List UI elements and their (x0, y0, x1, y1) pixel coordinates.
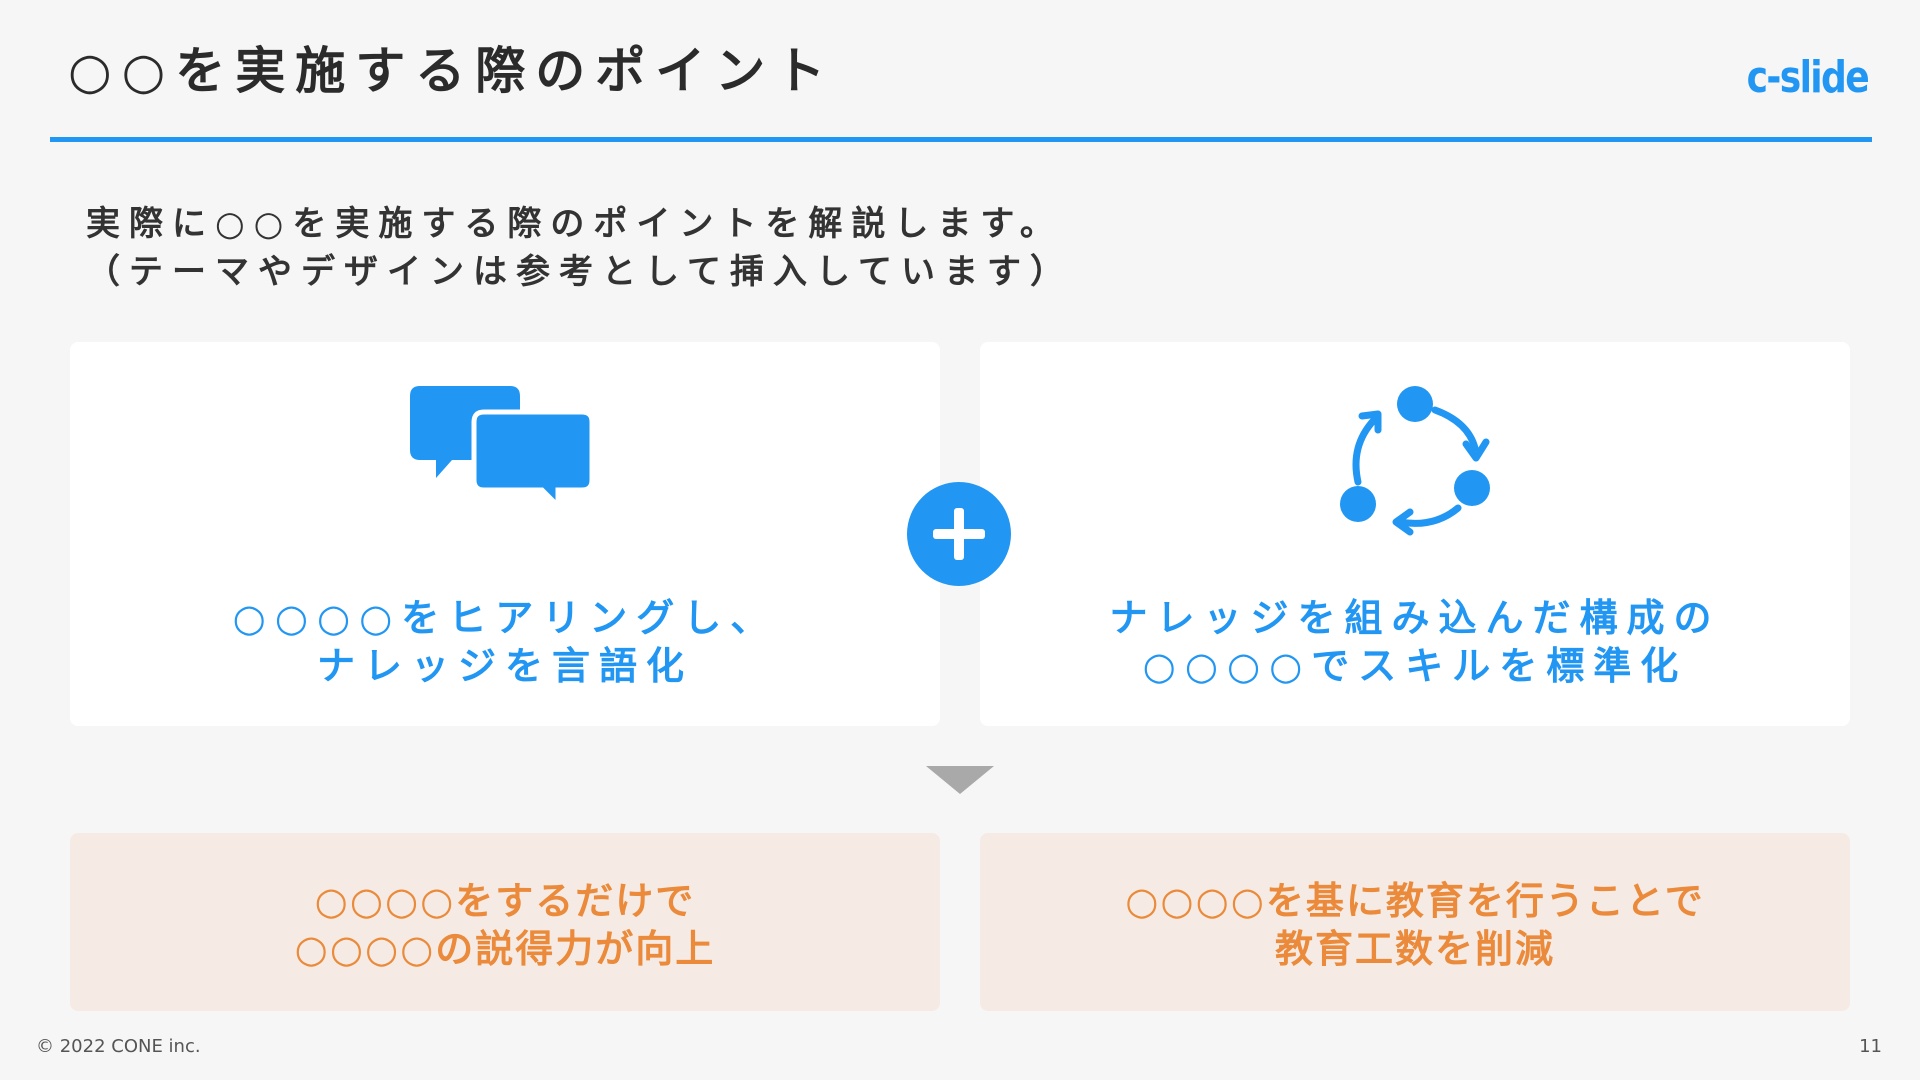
slide-title: ○○を実施する際のポイント (68, 42, 836, 100)
page-number: 11 (1859, 1036, 1882, 1057)
plus-icon (907, 482, 1011, 586)
intro-line-2: （テーマやデザインは参考として挿入しています） (86, 252, 1073, 292)
point-card-hearing: ○○○○をヒアリングし、 ナレッジを言語化 (70, 342, 940, 726)
result-persuasion-line-2: ○○○○の説得力が向上 (294, 927, 716, 971)
intro-line-1: 実際に○○を実施する際のポイントを解説します。 (86, 204, 1063, 244)
brand-logo: c-slide (1746, 52, 1870, 103)
card-standardize-line-2: ○○○○でスキルを標準化 (1142, 644, 1688, 688)
result-training-line-1: ○○○○を基に教育を行うことで (1125, 879, 1705, 923)
down-arrow-icon (926, 766, 994, 794)
intro-text: 実際に○○を実施する際のポイントを解説します。 （テーマやデザインは参考として挿… (86, 200, 1073, 296)
card-standardize-text: ナレッジを組み込んだ構成の ○○○○でスキルを標準化 (980, 594, 1850, 690)
result-box-persuasion: ○○○○をするだけで ○○○○の説得力が向上 (70, 833, 940, 1011)
result-persuasion-line-1: ○○○○をするだけで (314, 879, 696, 923)
chat-bubbles-icon (70, 382, 940, 532)
copyright: © 2022 CONE inc. (36, 1036, 201, 1057)
point-card-standardize: ナレッジを組み込んだ構成の ○○○○でスキルを標準化 (980, 342, 1850, 726)
result-box-training: ○○○○を基に教育を行うことで 教育工数を削減 (980, 833, 1850, 1011)
card-hearing-line-1: ○○○○をヒアリングし、 (232, 596, 778, 640)
card-hearing-line-2: ナレッジを言語化 (316, 644, 693, 688)
result-training-line-2: 教育工数を削減 (1274, 927, 1555, 971)
card-hearing-text: ○○○○をヒアリングし、 ナレッジを言語化 (70, 594, 940, 690)
result-persuasion-text: ○○○○をするだけで ○○○○の説得力が向上 (70, 877, 940, 973)
result-training-text: ○○○○を基に教育を行うことで 教育工数を削減 (980, 877, 1850, 973)
cycle-arrows-icon (980, 382, 1850, 536)
header-divider (50, 137, 1872, 142)
card-standardize-line-1: ナレッジを組み込んだ構成の (1109, 596, 1721, 640)
